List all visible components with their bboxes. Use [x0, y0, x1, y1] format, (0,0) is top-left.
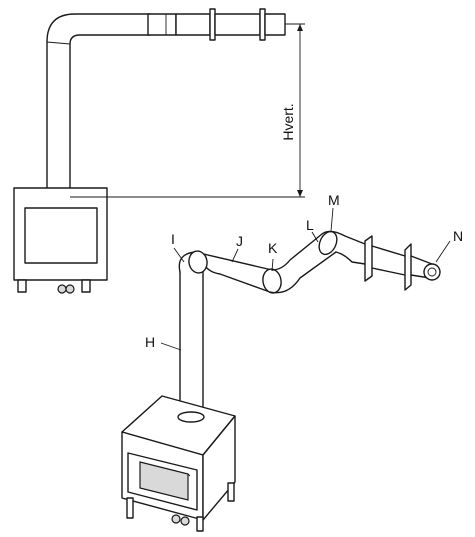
hvert-dimension: Hvert. — [70, 23, 305, 198]
front-stove — [13, 187, 108, 294]
callout-J: J — [236, 233, 243, 249]
callout-K: K — [268, 240, 278, 256]
callout-N: N — [453, 228, 463, 244]
perspective-stove — [121, 395, 236, 532]
perspective-vertical-pipe — [178, 261, 204, 419]
callout-leaders — [160, 207, 451, 351]
front-horizontal-pipe — [147, 8, 286, 41]
perspective-terminal — [321, 230, 441, 291]
callout-I: I — [171, 231, 175, 247]
callout-H: H — [145, 334, 155, 350]
front-vertical-pipe — [46, 13, 151, 189]
hvert-label: Hvert. — [280, 103, 296, 140]
perspective-view: H I J K L M N — [121, 192, 463, 532]
callout-M: M — [328, 192, 340, 208]
perspective-elbow-and-run — [178, 250, 282, 294]
front-elbow-seam — [46, 41, 71, 45]
callout-L: L — [306, 217, 314, 233]
front-view: Hvert. — [13, 8, 305, 294]
